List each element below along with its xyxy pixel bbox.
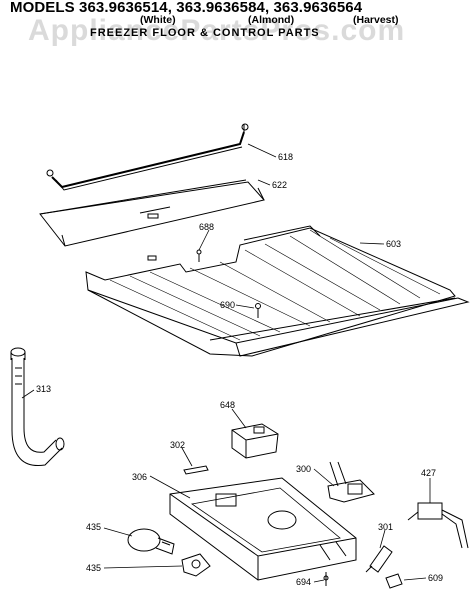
part-301-plug bbox=[365, 545, 393, 573]
label-435-socket: 435 bbox=[86, 563, 101, 573]
part-427-harness bbox=[407, 502, 469, 549]
part-688-screw bbox=[196, 249, 202, 262]
label-694: 694 bbox=[296, 577, 311, 587]
label-300: 300 bbox=[296, 464, 311, 474]
label-690: 690 bbox=[220, 300, 235, 310]
label-302: 302 bbox=[170, 440, 185, 450]
part-435-bulb bbox=[127, 528, 175, 555]
color-almond: (Almond) bbox=[248, 14, 295, 26]
part-648-control bbox=[231, 423, 279, 459]
part-618-tube bbox=[46, 123, 249, 191]
label-609: 609 bbox=[428, 573, 443, 583]
part-302-pin bbox=[183, 465, 209, 475]
part-306-housing bbox=[169, 477, 357, 581]
part-690-screw bbox=[255, 303, 261, 318]
label-648: 648 bbox=[220, 400, 235, 410]
diagram-subtitle: FREEZER FLOOR & CONTROL PARTS bbox=[90, 27, 320, 39]
models-title: MODELS 363.9636514, 363.9636584, 363.963… bbox=[10, 0, 363, 16]
label-427: 427 bbox=[421, 468, 436, 478]
label-688: 688 bbox=[199, 222, 214, 232]
part-435-socket bbox=[181, 553, 211, 577]
part-609-clip bbox=[385, 573, 403, 589]
part-300-switch bbox=[327, 461, 375, 503]
label-301: 301 bbox=[378, 522, 393, 532]
part-313-drain-tube bbox=[10, 347, 65, 467]
label-435-bulb: 435 bbox=[86, 522, 101, 532]
label-622: 622 bbox=[272, 180, 287, 190]
part-694-screw bbox=[323, 572, 329, 586]
color-harvest: (Harvest) bbox=[353, 14, 399, 26]
label-313: 313 bbox=[36, 384, 51, 394]
color-white: (White) bbox=[140, 14, 176, 26]
label-603: 603 bbox=[386, 239, 401, 249]
label-306: 306 bbox=[132, 472, 147, 482]
part-603-floor-panel bbox=[85, 225, 470, 357]
label-618: 618 bbox=[278, 152, 293, 162]
part-622-channel bbox=[39, 179, 265, 247]
leader-lines bbox=[21, 143, 431, 583]
